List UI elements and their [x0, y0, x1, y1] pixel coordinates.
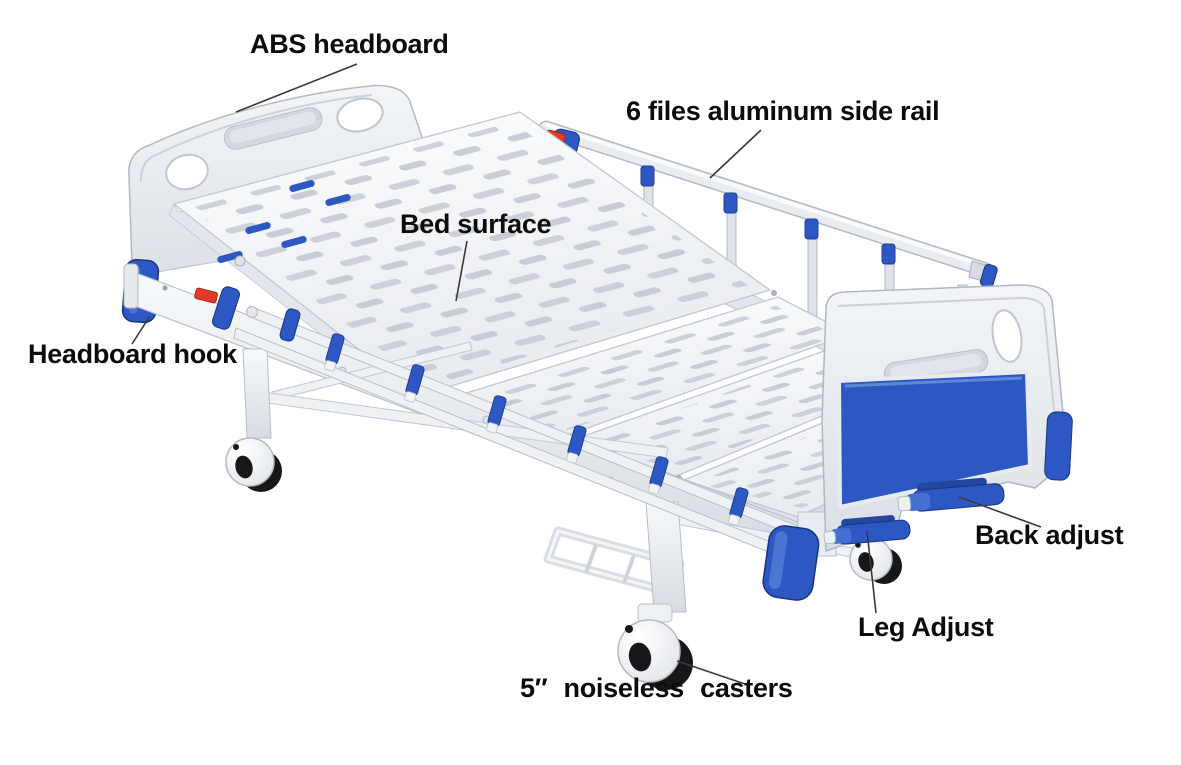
leader-casters: [676, 660, 749, 686]
leader-lines: [131, 63, 1042, 686]
footboard-graphic: [762, 284, 1073, 601]
label-headboard-hook: Headboard hook: [28, 339, 237, 369]
center-caster: [617, 603, 693, 690]
leader-leg-adjust: [866, 530, 877, 614]
corner-bumper: [762, 525, 820, 601]
headboard-handle: [223, 107, 323, 150]
backrest-blue-slots: [217, 180, 351, 263]
label-bed-surface: Bed surface: [400, 209, 552, 239]
leader-abs-headboard: [235, 63, 358, 113]
rail-post-caps: [640, 165, 896, 265]
leg-adjust-crank: [823, 515, 911, 545]
crank-handles: [823, 477, 1005, 545]
label-back-adjust: Back adjust: [975, 520, 1124, 550]
footboard-blue-panel: [837, 370, 1032, 509]
leader-back-adjust: [958, 496, 1042, 528]
label-side-rail: 6 files aluminum side rail: [626, 96, 940, 126]
leader-bed-surface: [455, 240, 468, 302]
label-casters: 5″ noiseless casters: [520, 673, 793, 703]
release-lever: [194, 287, 218, 304]
leader-side-rail: [709, 129, 762, 179]
leader-headboard-hook: [131, 315, 151, 345]
head-caster: [225, 437, 282, 492]
label-abs-headboard: ABS headboard: [250, 29, 449, 59]
rail-clips: [324, 333, 749, 526]
label-leg-adjust: Leg Adjust: [858, 612, 994, 642]
casters-graphic: [225, 437, 902, 690]
head-leg: [242, 348, 272, 439]
